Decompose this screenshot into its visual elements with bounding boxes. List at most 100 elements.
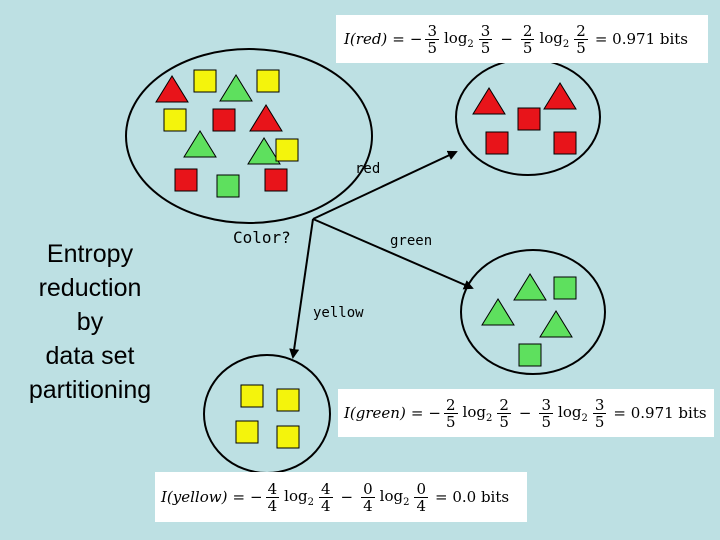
green-triangle <box>220 75 252 101</box>
red-square <box>554 132 576 154</box>
red-triangle <box>156 76 188 102</box>
formula-result: = 0.971 bits <box>595 30 688 48</box>
denominator: 5 <box>444 414 458 430</box>
green-square <box>217 175 239 197</box>
formula-log: log2 <box>284 487 314 508</box>
title-line: by <box>10 305 170 339</box>
yellow-square <box>194 70 216 92</box>
formula-equals: = <box>232 488 245 506</box>
formula-sign: − <box>341 488 354 506</box>
numerator: 2 <box>521 23 535 40</box>
yellow-square <box>277 389 299 411</box>
formula-sign: − <box>410 30 423 48</box>
denominator: 4 <box>319 498 333 514</box>
denominator: 5 <box>593 414 607 430</box>
formula-result: = 0.971 bits <box>613 404 706 422</box>
slide-title: Entropy reduction by data set partitioni… <box>10 237 170 407</box>
formula-equals: = <box>411 404 424 422</box>
formula-result: = 0.0 bits <box>435 488 509 506</box>
log-base: 2 <box>308 497 314 508</box>
full-dataset-ellipse <box>126 49 372 223</box>
green-square <box>519 344 541 366</box>
formula-log: log2 <box>380 487 410 508</box>
yellow-square <box>241 385 263 407</box>
red-triangle <box>473 88 505 114</box>
denominator: 5 <box>479 40 493 56</box>
denominator: 5 <box>521 40 535 56</box>
numerator: 2 <box>444 397 458 414</box>
numerator: 0 <box>414 481 428 498</box>
red-triangle <box>544 83 576 109</box>
formula-lhs: I(yellow) <box>161 488 227 506</box>
log-base: 2 <box>403 497 409 508</box>
numerator: 0 <box>361 481 375 498</box>
yellow-square <box>236 421 258 443</box>
yellow-branch-label: yellow <box>313 305 364 321</box>
green-triangle <box>540 311 572 337</box>
numerator: 2 <box>497 397 511 414</box>
yellow-square <box>164 109 186 131</box>
formula-log: log2 <box>539 29 569 50</box>
title-line: data set <box>10 339 170 373</box>
numerator: 4 <box>266 481 280 498</box>
numerator: 2 <box>574 23 588 40</box>
title-line: partitioning <box>10 373 170 407</box>
formula-log: log2 <box>444 29 474 50</box>
yellow-square <box>257 70 279 92</box>
denominator: 5 <box>574 40 588 56</box>
yellow-square <box>277 426 299 448</box>
red-triangle <box>250 105 282 131</box>
numerator: 3 <box>593 397 607 414</box>
formula-lhs: I(red) <box>344 30 387 48</box>
numerator: 3 <box>479 23 493 40</box>
formula-log: log2 <box>463 403 493 424</box>
yellow-branch-arrow <box>293 219 313 357</box>
numerator: 3 <box>539 397 553 414</box>
green-entropy-formula: I(green) = − 25 log2 25 − 35 log2 35 = 0… <box>338 389 714 437</box>
green-triangle <box>248 138 280 164</box>
green-square <box>554 277 576 299</box>
log-base: 2 <box>563 39 569 50</box>
formula-equals: = <box>392 30 405 48</box>
denominator: 4 <box>414 498 428 514</box>
log-base: 2 <box>581 413 587 424</box>
yellow-subset-ellipse <box>204 355 330 473</box>
log-base: 2 <box>486 413 492 424</box>
green-triangle <box>184 131 216 157</box>
green-branch-label: green <box>390 233 432 249</box>
root-node-label: Color? <box>233 228 291 247</box>
denominator: 5 <box>539 414 553 430</box>
numerator: 4 <box>319 481 333 498</box>
green-triangle <box>514 274 546 300</box>
yellow-square <box>276 139 298 161</box>
red-square <box>213 109 235 131</box>
red-branch-arrow <box>313 152 456 219</box>
green-branch-arrow <box>313 219 472 288</box>
denominator: 4 <box>361 498 375 514</box>
green-triangle <box>482 299 514 325</box>
red-square <box>265 169 287 191</box>
denominator: 5 <box>497 414 511 430</box>
denominator: 5 <box>425 40 439 56</box>
formula-sign: − <box>428 404 441 422</box>
formula-log: log2 <box>558 403 588 424</box>
numerator: 3 <box>425 23 439 40</box>
log-base: 2 <box>467 39 473 50</box>
formula-sign: − <box>519 404 532 422</box>
formula-sign: − <box>500 30 513 48</box>
red-square <box>486 132 508 154</box>
red-square <box>175 169 197 191</box>
